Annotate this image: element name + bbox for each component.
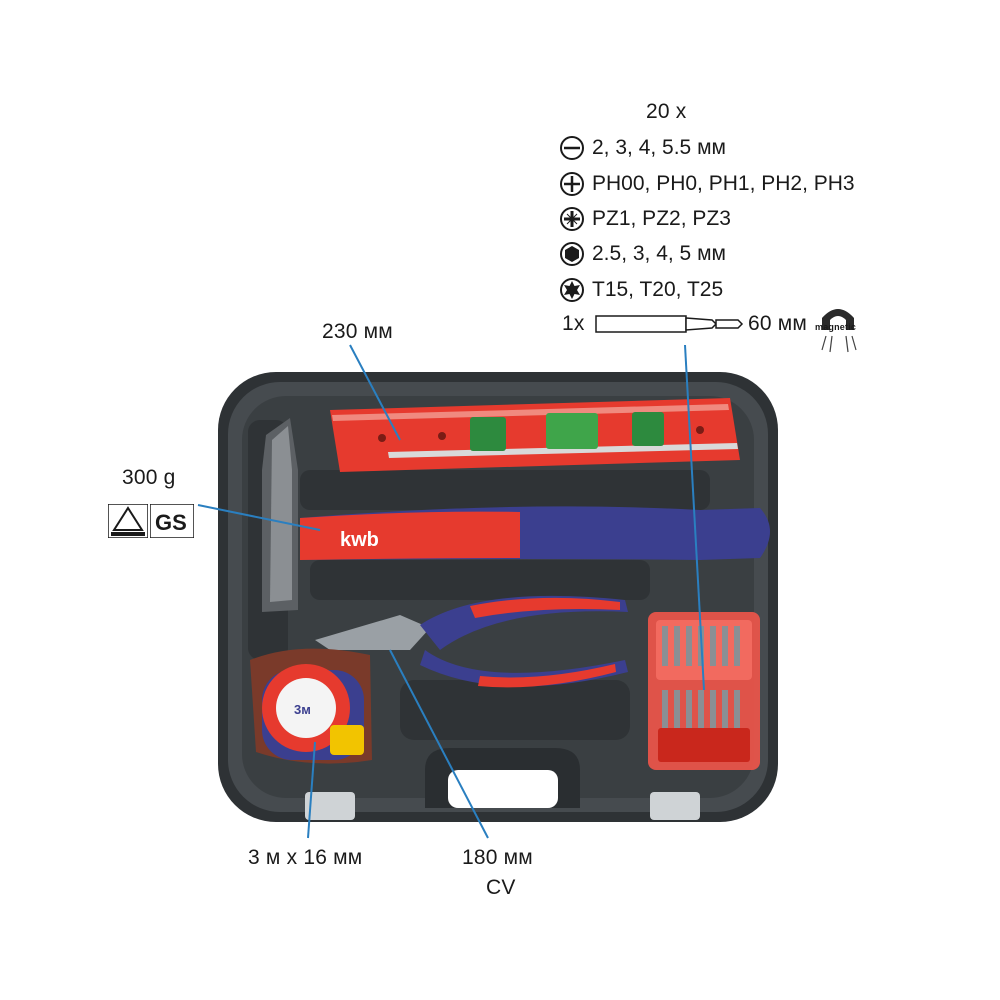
case-latch-right xyxy=(650,792,700,820)
tape-measure: 3м xyxy=(250,648,372,764)
bit-spec-text: T15, T20, T25 xyxy=(592,278,724,301)
magnet-icon xyxy=(821,309,857,353)
bit-holder-icon xyxy=(595,315,744,333)
torx-bit-icon xyxy=(558,276,586,304)
bit-spec-row: 2, 3, 4, 5.5 мм xyxy=(558,134,726,162)
bit-spec-text: PH00, PH0, PH1, PH2, PH3 xyxy=(592,172,855,195)
bit-spec-row: PZ1, PZ2, PZ3 xyxy=(558,205,731,233)
hammer-weight-label: 300 g xyxy=(122,466,176,489)
bit-spec-row: T15, T20, T25 xyxy=(558,276,723,304)
bit-spec-text: PZ1, PZ2, PZ3 xyxy=(592,207,731,230)
case-handle xyxy=(425,748,580,808)
pliers xyxy=(315,595,628,688)
svg-text:GS: GS xyxy=(155,510,187,535)
tape-face-text: 3м xyxy=(294,702,311,717)
phillips-bit-icon xyxy=(558,170,586,198)
tuv-certification-mark xyxy=(107,503,149,543)
case-latch-left xyxy=(305,792,355,820)
pliers-material-label: CV xyxy=(486,876,516,899)
bits-count-label: 20 x xyxy=(646,100,687,123)
magnetic-label: magnetic xyxy=(815,322,857,332)
holder-prefix: 1x xyxy=(562,312,585,335)
level-vial-3 xyxy=(632,412,664,446)
callout-tape xyxy=(307,741,316,839)
tape-size-label: 3 м х 16 мм xyxy=(248,846,363,869)
slotted-bit-icon xyxy=(558,134,586,162)
pozidriv-bit-icon xyxy=(558,205,586,233)
callout-level xyxy=(349,344,401,441)
bit-spec-row: 2.5, 3, 4, 5 мм xyxy=(558,240,726,268)
callout-pliers xyxy=(389,649,489,839)
bit-box xyxy=(648,612,760,770)
callout-bits xyxy=(684,344,705,691)
hex-bit-icon xyxy=(558,240,586,268)
hammer-brand-logo: kwb xyxy=(340,529,379,551)
spirit-level xyxy=(330,398,740,472)
callout-hammer xyxy=(197,504,321,531)
level-vial-2 xyxy=(546,413,598,449)
level-length-label: 230 мм xyxy=(322,320,393,343)
bit-spec-text: 2, 3, 4, 5.5 мм xyxy=(592,136,726,159)
bit-spec-row: PH00, PH0, PH1, PH2, PH3 xyxy=(558,170,855,198)
hammer: kwb xyxy=(262,418,770,612)
gs-certification-mark: GS xyxy=(149,503,195,543)
bit-spec-text: 2.5, 3, 4, 5 мм xyxy=(592,242,726,265)
holder-length: 60 мм xyxy=(748,312,808,335)
pliers-length-label: 180 мм xyxy=(462,846,533,869)
level-vial-1 xyxy=(470,417,506,451)
